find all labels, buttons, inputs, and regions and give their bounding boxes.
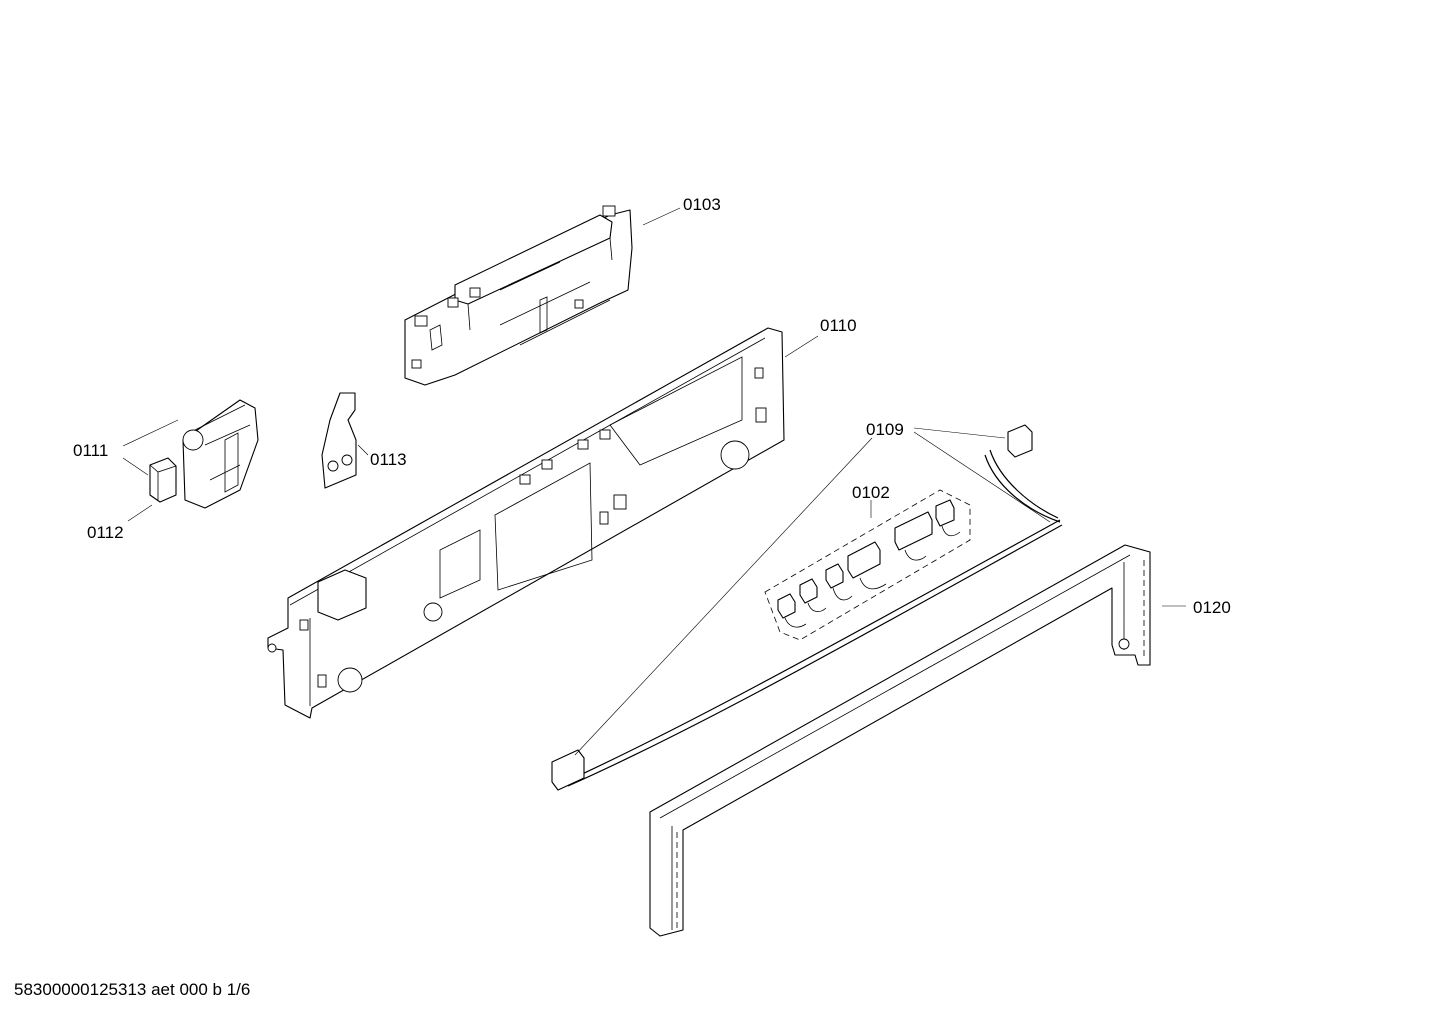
document-id: 58300000125313 aet 000 b 1/6 (14, 980, 251, 999)
callout-0110: 0110 (820, 316, 857, 335)
callout-0120: 0120 (1193, 598, 1231, 617)
callout-0113: 0113 (370, 450, 407, 469)
connector-group-0102[interactable] (764, 489, 971, 641)
door-switch-0111[interactable] (182, 399, 259, 509)
callout-0112: 0112 (87, 523, 124, 542)
wiring-harness-0109[interactable] (551, 424, 1063, 791)
panel-frame-0110[interactable] (267, 327, 785, 719)
trim-strip-0120[interactable] (649, 544, 1151, 937)
callout-0111: 0111 (73, 441, 108, 460)
callout-labels: 0103 0110 0111 0112 0113 0109 0102 0120 (73, 195, 1231, 617)
switch-sensor-0112[interactable] (149, 457, 177, 503)
callout-0109: 0109 (866, 420, 904, 439)
leader-lines (122, 207, 1186, 756)
callout-0102: 0102 (852, 483, 890, 502)
control-module-0103[interactable] (404, 205, 633, 386)
callout-0103: 0103 (683, 195, 721, 214)
bracket-0113[interactable] (321, 392, 357, 489)
